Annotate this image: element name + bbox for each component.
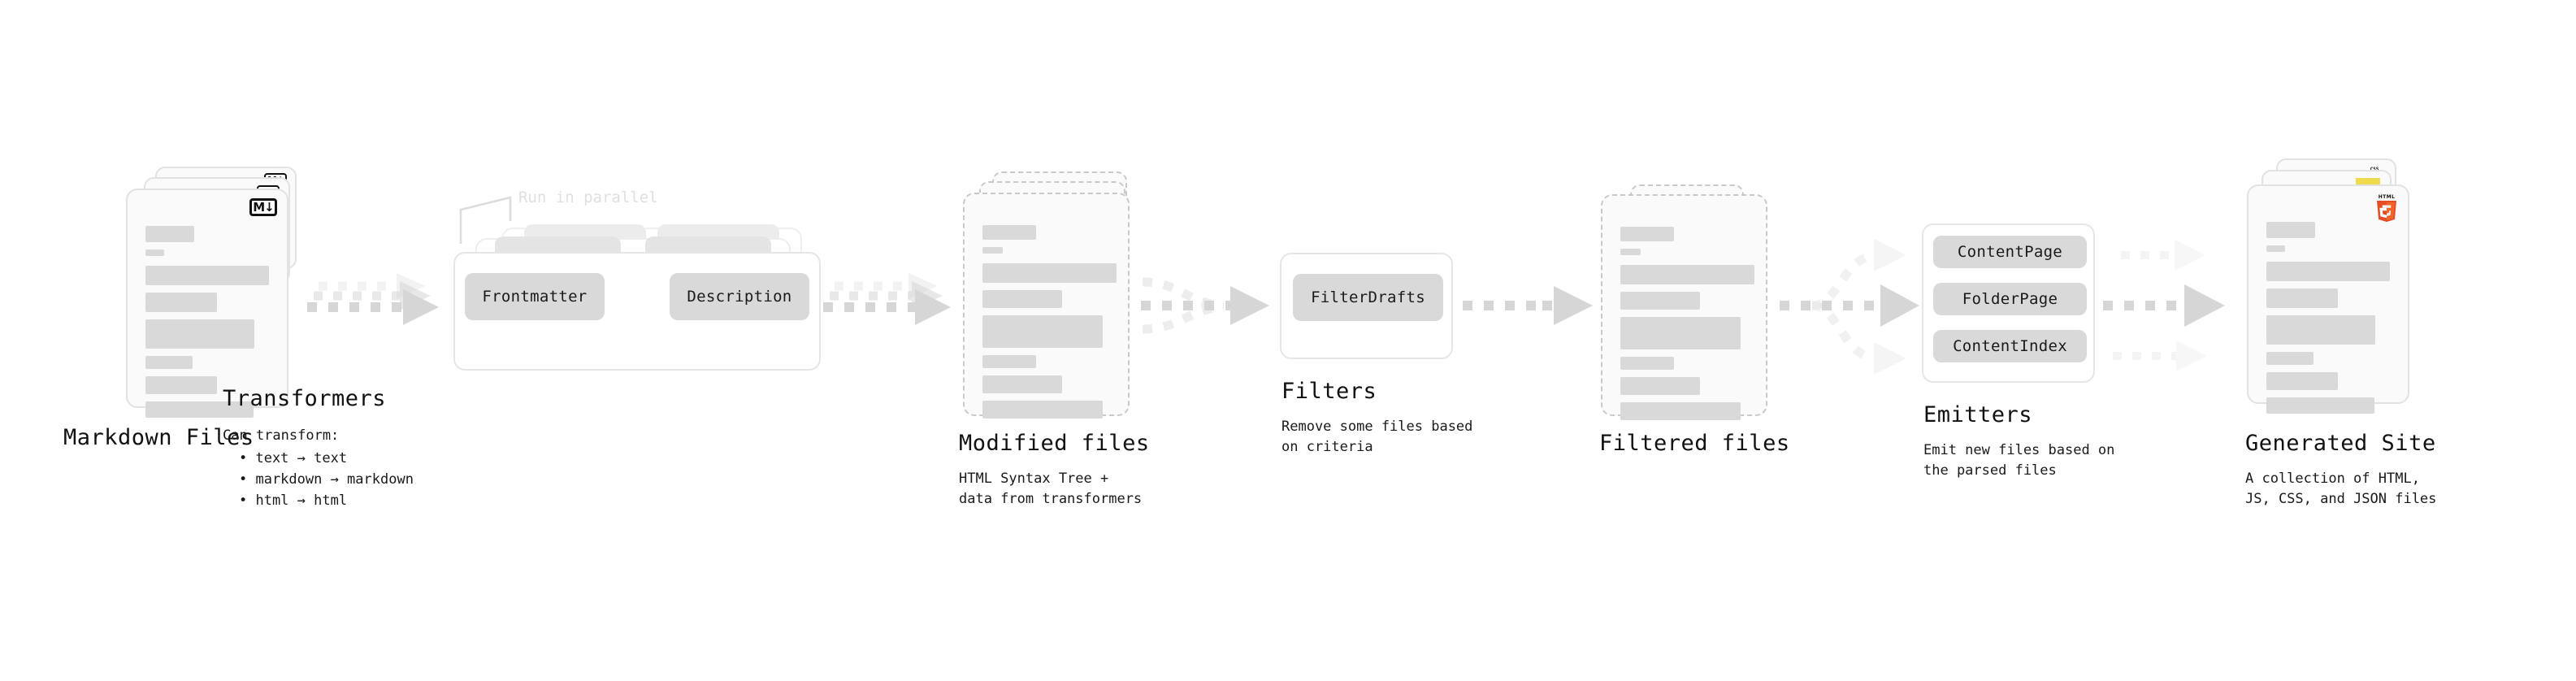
transformers-caption-head: Can transform: xyxy=(223,427,340,444)
markdown-card-front: M↓ xyxy=(126,189,288,418)
filtered-card-stack xyxy=(1601,167,1776,420)
chip-frontmatter-label: Frontmatter xyxy=(482,288,588,306)
transformers-caption-item-0: • text → text xyxy=(239,450,348,466)
stage-title-modified-files: Modified files xyxy=(959,431,1150,456)
connector-modified-to-filters xyxy=(1141,277,1269,334)
stage-title-transformers: Transformers xyxy=(223,386,387,411)
markdown-card-lines xyxy=(145,226,269,425)
chip-filter-drafts-label: FilterDrafts xyxy=(1311,288,1425,306)
modified-card-front xyxy=(963,193,1130,419)
generated-site-caption-0: A collection of HTML, xyxy=(2245,471,2420,487)
generated-site-card-stack: CSS HTML xyxy=(2247,158,2422,414)
html5-icon: HTML xyxy=(2377,194,2396,222)
connector-filters-to-filtered xyxy=(1542,286,1593,325)
run-in-parallel-annotation: Run in parallel xyxy=(518,189,658,206)
stage-modified-files: Modified files HTML Syntax Tree + data f… xyxy=(959,167,1149,507)
emitters-caption-0: Emit new files based on xyxy=(1923,442,2115,458)
chip-filter-drafts[interactable]: FilterDrafts xyxy=(1293,274,1443,321)
chip-folder-page[interactable]: FolderPage xyxy=(1933,283,2087,315)
stage-title-generated-site: Generated Site xyxy=(2245,431,2436,456)
modified-card-lines xyxy=(982,225,1117,426)
emitters-group: ContentPage FolderPage ContentIndex xyxy=(1922,223,2095,383)
chip-description-label: Description xyxy=(687,288,792,306)
stage-title-markdown-files: Markdown Files xyxy=(63,425,254,450)
filters-caption-1: on criteria xyxy=(1281,439,1373,455)
generated-site-card-lines xyxy=(2266,222,2390,421)
markdown-card-stack: M↓ M↓ M↓ xyxy=(126,167,301,418)
stage-filtered-files: Filtered files xyxy=(1599,167,1789,456)
chip-folder-page-label: FolderPage xyxy=(1962,290,2058,308)
chip-description[interactable]: Description xyxy=(670,273,809,320)
filters-group: FilterDrafts xyxy=(1280,253,1453,359)
svg-text:HTML: HTML xyxy=(2379,194,2396,200)
connector-filtered-to-emitters xyxy=(1780,239,1919,375)
modified-files-caption-1: data from transformers xyxy=(959,491,1143,507)
transformers-caption-item-2: • html → html xyxy=(239,492,348,509)
transformer-group-front: Frontmatter Description xyxy=(453,252,821,371)
markdown-icon: M↓ xyxy=(249,198,277,216)
stage-title-filters: Filters xyxy=(1281,379,1377,404)
emitters-caption-1: the parsed files xyxy=(1923,462,2057,479)
connector-emitters-to-site xyxy=(2103,240,2225,371)
stage-title-emitters: Emitters xyxy=(1923,402,2033,427)
svg-text:CSS: CSS xyxy=(2370,167,2379,172)
transformers-caption-item-1: • markdown → markdown xyxy=(239,471,414,488)
chip-content-page[interactable]: ContentPage xyxy=(1933,236,2087,268)
stage-markdown-files: M↓ M↓ M↓ Markdown Files xyxy=(63,167,301,450)
filters-caption-0: Remove some files based xyxy=(1281,419,1473,435)
generated-site-card-html: HTML xyxy=(2247,184,2409,414)
stage-title-filtered-files: Filtered files xyxy=(1599,431,1790,456)
chip-content-page-label: ContentPage xyxy=(1957,243,2063,261)
filtered-card-front xyxy=(1601,194,1767,420)
connector-md-to-transformers xyxy=(307,273,439,325)
stage-generated-site: CSS HTML xyxy=(2245,158,2436,507)
chip-frontmatter[interactable]: Frontmatter xyxy=(465,273,605,320)
chip-content-index[interactable]: ContentIndex xyxy=(1933,330,2087,362)
chip-content-index-label: ContentIndex xyxy=(1953,337,2067,355)
modified-card-stack xyxy=(963,167,1138,419)
generated-site-caption-1: JS, CSS, and JSON files xyxy=(2245,491,2437,507)
filtered-card-lines xyxy=(1620,227,1754,427)
modified-files-caption-0: HTML Syntax Tree + xyxy=(959,471,1109,487)
connector-transformers-to-modified xyxy=(823,273,951,325)
